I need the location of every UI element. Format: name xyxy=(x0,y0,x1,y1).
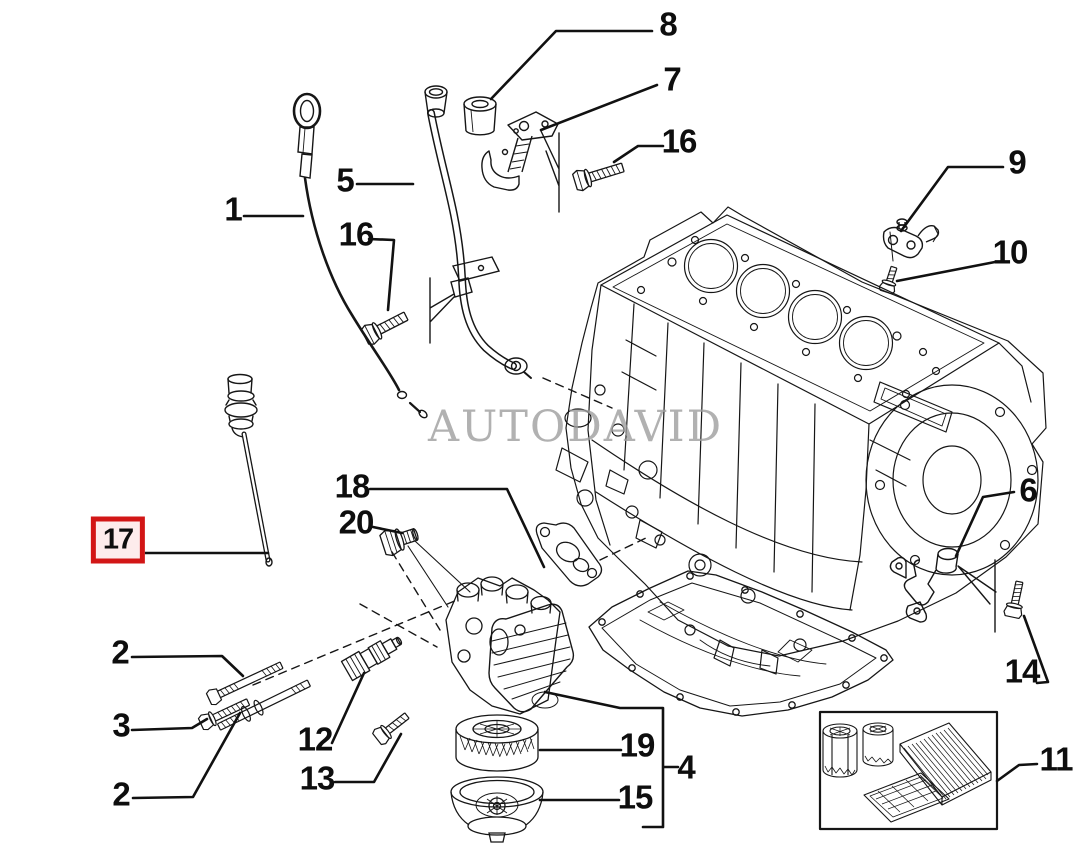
part-label-17-selected[interactable]: 17 xyxy=(90,516,146,564)
part-label-19[interactable]: 19 xyxy=(619,726,656,764)
part-label-2[interactable]: 2 xyxy=(112,775,130,813)
part-label-2[interactable]: 2 xyxy=(111,633,129,671)
position-guides xyxy=(407,130,997,633)
part-label-8[interactable]: 8 xyxy=(659,5,677,43)
filter-kit-box xyxy=(818,710,999,831)
oil-pan xyxy=(588,570,894,717)
oil-filter-cap xyxy=(450,776,544,843)
bolt-part-16-lower xyxy=(360,311,409,345)
part-label-5[interactable]: 5 xyxy=(336,161,354,199)
stud-part-2-upper xyxy=(205,661,284,706)
oil-filter-element xyxy=(455,714,539,772)
part-label-1[interactable]: 1 xyxy=(224,190,242,228)
bracket-part-7 xyxy=(481,111,559,191)
part-label-13[interactable]: 13 xyxy=(299,759,336,797)
oil-cooler-assembly xyxy=(445,576,575,715)
engine-block xyxy=(555,206,1047,675)
part-label-16[interactable]: 16 xyxy=(661,122,698,160)
bolt-part-14 xyxy=(1003,580,1024,620)
bolt-part-10 xyxy=(878,265,898,295)
dipstick-guide-part-17 xyxy=(224,373,273,567)
bolt-part-16-upper xyxy=(572,162,625,192)
part-label-10[interactable]: 10 xyxy=(992,233,1029,271)
part-label-20[interactable]: 20 xyxy=(338,503,375,541)
part-label-4[interactable]: 4 xyxy=(677,748,695,786)
part-label-7[interactable]: 7 xyxy=(663,60,681,98)
part-label-12[interactable]: 12 xyxy=(297,720,334,758)
leader-lines xyxy=(130,29,1050,829)
part-label-15[interactable]: 15 xyxy=(617,778,654,816)
gasket-part-18 xyxy=(535,522,603,587)
plug-part-20 xyxy=(379,528,419,557)
oil-pressure-sensor-part-12 xyxy=(340,636,403,682)
part-label-16[interactable]: 16 xyxy=(338,215,375,253)
part-label-18[interactable]: 18 xyxy=(334,467,371,505)
dipstick-tube-part-5 xyxy=(424,85,532,379)
assembly-axis-guides xyxy=(252,377,649,686)
dipstick-part-1 xyxy=(292,92,428,419)
part-label-6[interactable]: 6 xyxy=(1019,471,1037,509)
part-label-11[interactable]: 11 xyxy=(1039,740,1074,778)
spacer-bush-part-8 xyxy=(463,96,497,136)
part-label-9[interactable]: 9 xyxy=(1008,143,1026,181)
bolt-part-13 xyxy=(372,712,410,746)
bolt-part-3 xyxy=(197,698,251,731)
part-label-3[interactable]: 3 xyxy=(112,706,130,744)
part-label-14[interactable]: 14 xyxy=(1004,652,1041,690)
